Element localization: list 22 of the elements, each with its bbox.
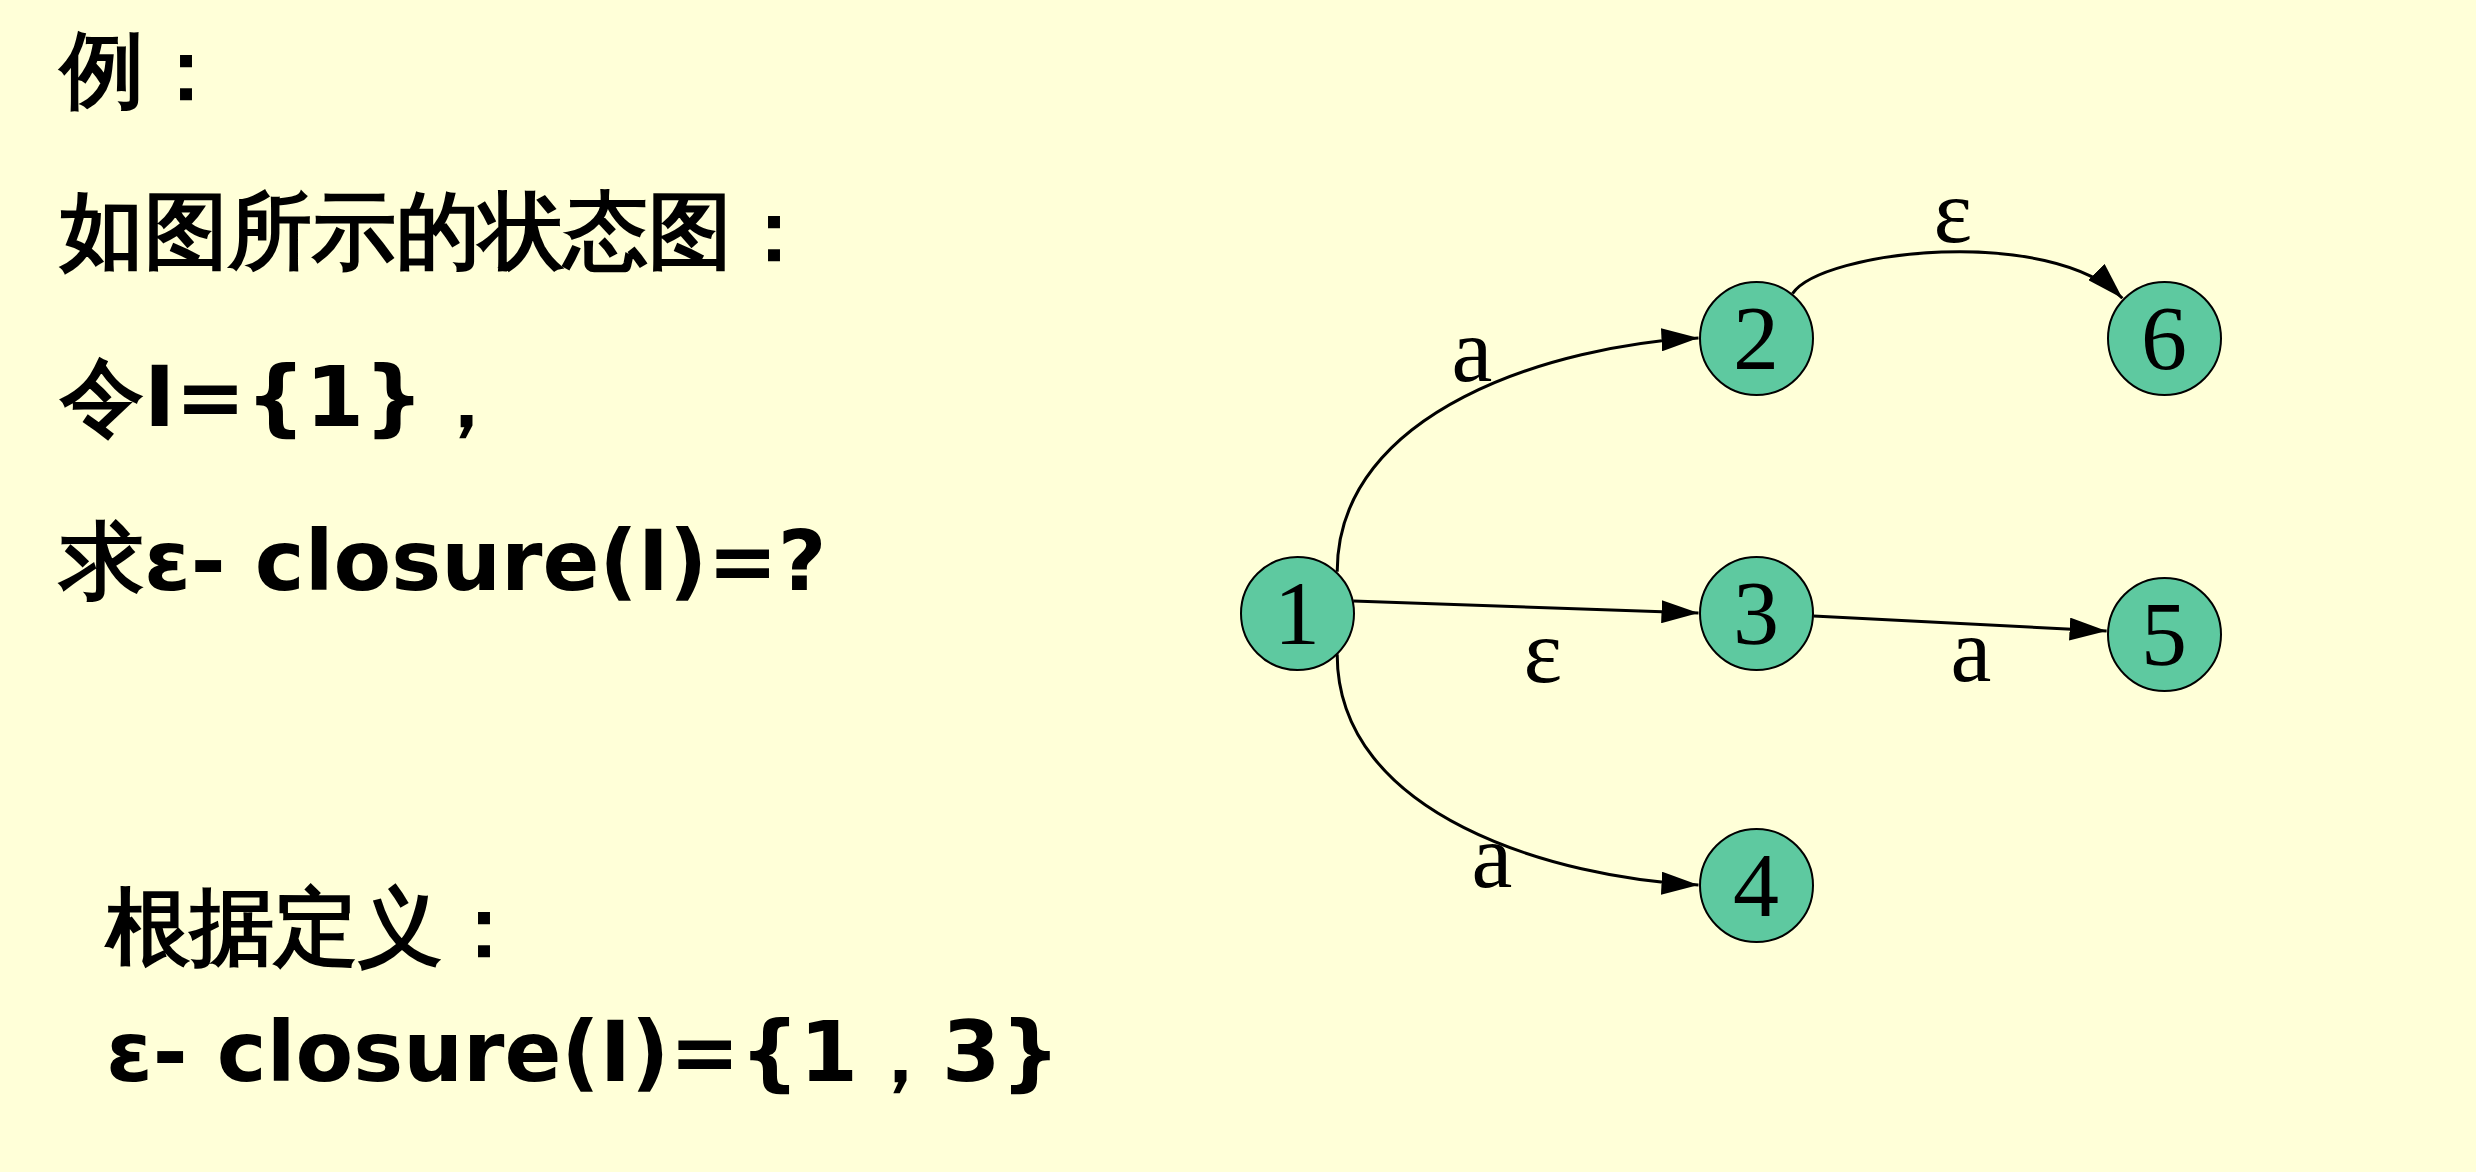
- question-text: 求ε- closure(I)=?: [60, 511, 827, 611]
- edge-label: a: [1950, 627, 1992, 682]
- state-circle: 2: [1698, 280, 1814, 396]
- edge-label: a: [1471, 833, 1513, 888]
- arrow: [1353, 599, 1699, 624]
- state-circle: 4: [1698, 827, 1814, 943]
- arrow: [1791, 250, 2124, 300]
- arrow: [1335, 654, 1699, 894]
- state-circle: 5: [2106, 576, 2222, 692]
- arrow: [1813, 614, 2107, 641]
- answer-text: ε- closure(I)={1，3}: [106, 1002, 1061, 1102]
- arrow: [1335, 329, 1699, 572]
- problem-text: 如图所示的状态图：: [60, 181, 816, 281]
- solution-heading: 根据定义：: [106, 877, 526, 977]
- edge-label: ε: [1523, 628, 1563, 683]
- edge-label: ε: [1933, 188, 1973, 243]
- edge-label: a: [1451, 327, 1493, 382]
- example-heading: 例：: [60, 20, 228, 120]
- state-circle: 6: [2106, 280, 2222, 396]
- given-text: 令I={1}，: [60, 347, 508, 447]
- state-circle: 3: [1698, 555, 1814, 671]
- state-circle: 1: [1239, 555, 1355, 671]
